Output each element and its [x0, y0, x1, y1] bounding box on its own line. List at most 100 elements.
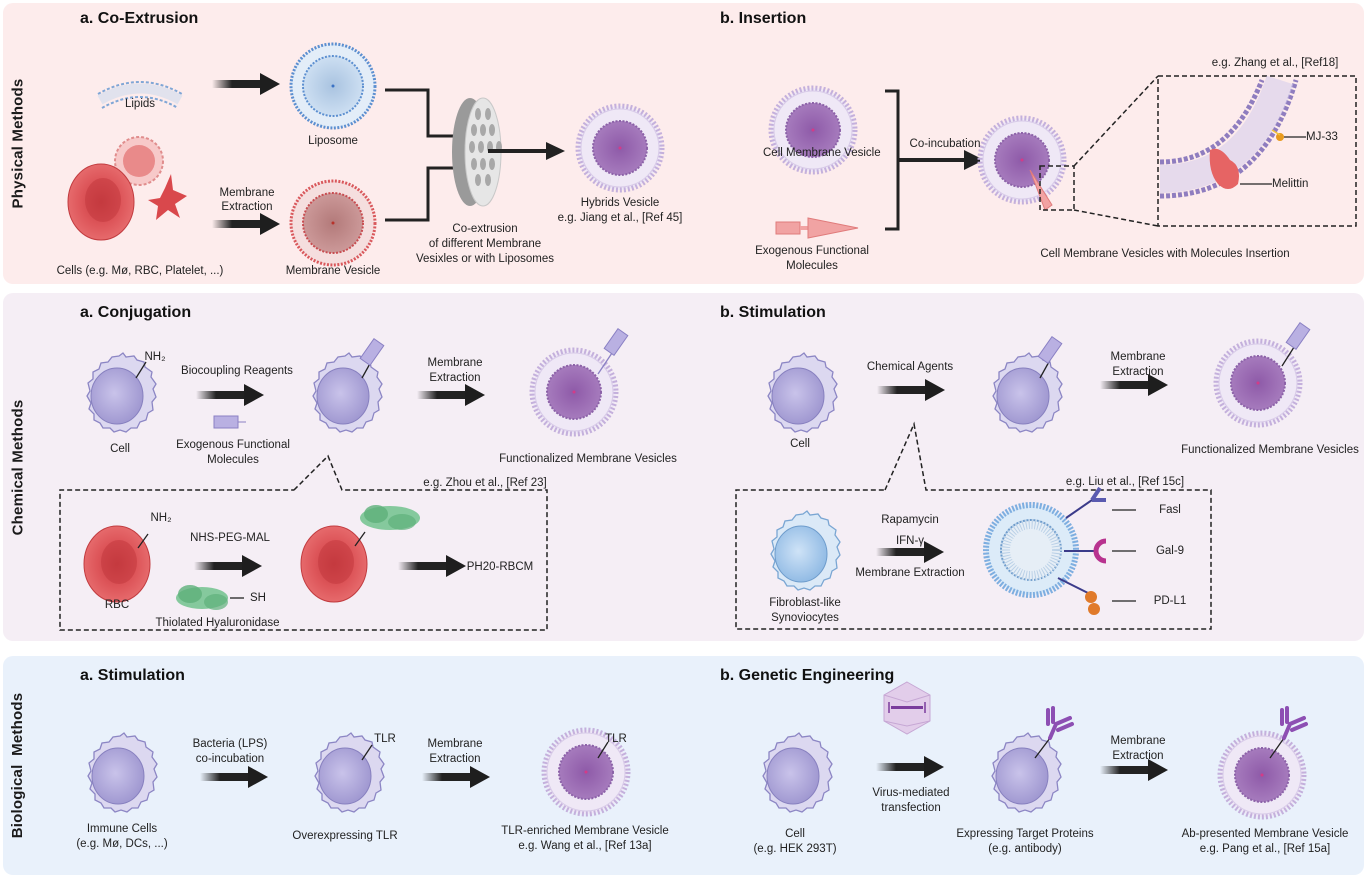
mj33-label: MJ-33 — [1306, 131, 1338, 143]
connector-line — [385, 166, 455, 222]
exogenous-label-1: Exogenous Functional — [755, 245, 869, 257]
target-proteins-label-1: Expressing Target Proteins — [956, 828, 1094, 840]
insertion-result-label: Cell Membrane Vesicles with Molecules In… — [1040, 248, 1290, 260]
cell-icon — [86, 352, 157, 433]
section-title: b. Genetic Engineering — [720, 667, 895, 684]
fls-label-2: Synoviocytes — [771, 612, 839, 624]
liu-ref: e.g. Liu et al., [Ref 15c] — [1065, 476, 1185, 488]
coincubation-label: Co-incubation — [909, 138, 981, 150]
inserted-molecule-icon — [1029, 169, 1053, 211]
melittin-label: Melittin — [1272, 178, 1309, 190]
rapamycin-label: Rapamycin — [881, 514, 939, 526]
immune-cells-label-2: (e.g. Mø, DCs, ...) — [76, 838, 168, 850]
biological-methods-panel — [3, 656, 1364, 875]
arrow-icon — [898, 150, 984, 170]
functionalized-vesicle-icon — [1216, 341, 1300, 425]
hyaluronidase-label: Thiolated Hyaluronidase — [155, 617, 280, 629]
tlr-vesicle-label: TLR-enriched Membrane Vesicle — [501, 825, 669, 837]
pang-ref: e.g. Pang et al., [Ref 15a] — [1199, 843, 1331, 855]
liposome-label: Liposome — [308, 135, 358, 147]
conjugated-rbc-icon — [300, 525, 368, 603]
section-title: b. Insertion — [720, 10, 807, 27]
extraction-label-2: Extraction — [1112, 750, 1164, 762]
cell-label: Cell — [785, 828, 805, 840]
tlr-label: TLR — [605, 733, 627, 745]
bacteria-label-1: Bacteria (LPS) — [192, 738, 268, 750]
functionalized-cell-icon — [312, 352, 383, 433]
cell-icon — [767, 352, 838, 433]
arrow-icon — [877, 379, 945, 401]
gal9-icon — [1064, 538, 1107, 564]
fibroblast-cell-icon — [770, 510, 841, 591]
functionalized-label: Functionalized Membrane Vesicles — [1181, 444, 1359, 456]
membrane-vesicle-label: Membrane Vesicle — [285, 265, 381, 277]
section-title: b. Stimulation — [720, 304, 826, 321]
overexpressing-label: Overexpressing TLR — [292, 830, 398, 842]
extraction-label-2: Extraction — [221, 201, 273, 213]
lipids-label: Lipids — [124, 98, 156, 110]
extraction-label-1: Membrane — [1110, 735, 1166, 747]
hyaluronidase-icon — [360, 505, 420, 530]
nhs-peg-mal-label: NHS-PEG-MAL — [190, 532, 270, 544]
hek-cell-icon — [762, 732, 833, 813]
ab-vesicle-label: Ab-presented Membrane Vesicle — [1181, 828, 1349, 840]
fasl-icon — [1065, 486, 1106, 519]
extraction-label-2: Extraction — [429, 753, 481, 765]
exogenous-label-2: Molecules — [207, 454, 259, 466]
functionalized-label: Functionalized Membrane Vesicles — [499, 453, 677, 465]
chemical-agents-label: Chemical Agents — [866, 361, 954, 373]
fasl-label: Fasl — [1159, 504, 1181, 516]
extruder-membrane-icon — [452, 97, 502, 207]
antibody-cell-icon — [991, 732, 1062, 813]
section-title: a. Conjugation — [80, 304, 192, 321]
exogenous-molecule-icon — [213, 415, 246, 429]
liposome-icon — [289, 42, 377, 130]
hybrid-vesicle-icon — [578, 106, 662, 190]
coextrusion-label-2: of different Membrane — [428, 238, 542, 250]
exogenous-label-1: Exogenous Functional — [176, 439, 290, 451]
hyaluronidase-icon — [176, 585, 244, 610]
gal9-label: Gal-9 — [1155, 545, 1185, 557]
bracket-line — [885, 89, 900, 231]
connector-line — [385, 88, 455, 138]
antibody-vesicle-icon — [1220, 733, 1304, 817]
conjugation-detail-box — [59, 454, 548, 631]
rbc-icon — [83, 525, 151, 603]
ifn-label: IFN-γ — [895, 535, 925, 547]
virus-label-1: Virus-mediated — [872, 787, 950, 799]
antibody-icon — [1269, 706, 1308, 759]
membrane-extraction-label: Membrane Extraction — [855, 567, 965, 579]
biocoupling-label: Biocoupling Reagents — [181, 365, 293, 377]
arrow-icon — [398, 555, 466, 577]
fls-vesicle-icon — [983, 502, 1079, 598]
cell-label: Cell — [790, 438, 810, 450]
bacteria-label-2: co-incubation — [195, 753, 265, 765]
zoom-region — [1039, 165, 1075, 211]
arrow-icon — [417, 384, 485, 406]
cell-label: Cell — [110, 443, 130, 455]
coextrusion-label-3: Vesixles or with Liposomes — [415, 253, 555, 265]
physical-methods-panel — [3, 3, 1364, 284]
extraction-label-1: Membrane — [427, 738, 483, 750]
chemical-methods-panel — [3, 293, 1364, 641]
antibody-icon — [1034, 706, 1074, 759]
pdl1-icon — [1057, 577, 1100, 615]
functionalized-vesicle-icon — [532, 350, 616, 434]
rbc-label: RBC — [104, 599, 130, 611]
nh2-label: NH₂ — [150, 512, 172, 524]
hybrid-vesicle-ref: e.g. Jiang et al., [Ref 45] — [557, 212, 683, 224]
tlr-label: TLR — [374, 733, 396, 745]
fls-label-1: Fibroblast-like — [769, 597, 841, 609]
section-title: a. Co-Extrusion — [80, 10, 199, 27]
section-title: a. Stimulation — [80, 667, 185, 684]
exogenous-label-2: Molecules — [786, 260, 838, 272]
arrow-icon — [876, 756, 944, 778]
extraction-label-1: Membrane — [1110, 351, 1166, 363]
coextrusion-label-1: Co-extrusion — [452, 223, 518, 235]
virus-icon — [883, 681, 931, 735]
extraction-label-1: Membrane — [427, 357, 483, 369]
arrow-icon — [196, 384, 264, 406]
immune-cells-label-1: Immune Cells — [86, 823, 158, 835]
arrow-icon — [212, 73, 280, 95]
